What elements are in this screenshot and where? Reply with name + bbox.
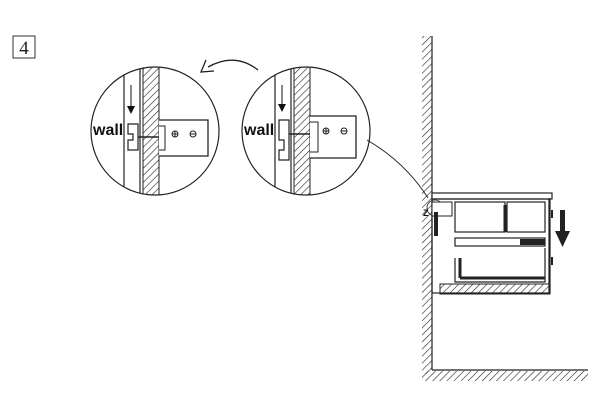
arrow-down-icon bbox=[555, 210, 570, 247]
detail-circle-right: wall bbox=[241, 66, 371, 196]
screw-icon bbox=[189, 130, 197, 138]
step-number: 4 bbox=[19, 38, 29, 59]
screw-icon bbox=[340, 127, 348, 135]
screw-icon bbox=[171, 130, 179, 138]
detail-leader-line bbox=[366, 139, 429, 199]
step-number-badge: 4 bbox=[12, 35, 36, 59]
wall-label-left: wall bbox=[92, 122, 123, 139]
wall-label-right: wall bbox=[243, 122, 274, 139]
curved-arrow-left-icon bbox=[199, 59, 259, 73]
screw-icon bbox=[322, 127, 330, 135]
detail-circle-left: wall bbox=[90, 66, 220, 196]
svg-text:Z: Z bbox=[423, 208, 429, 218]
vanity-cabinet: Z bbox=[423, 192, 553, 295]
